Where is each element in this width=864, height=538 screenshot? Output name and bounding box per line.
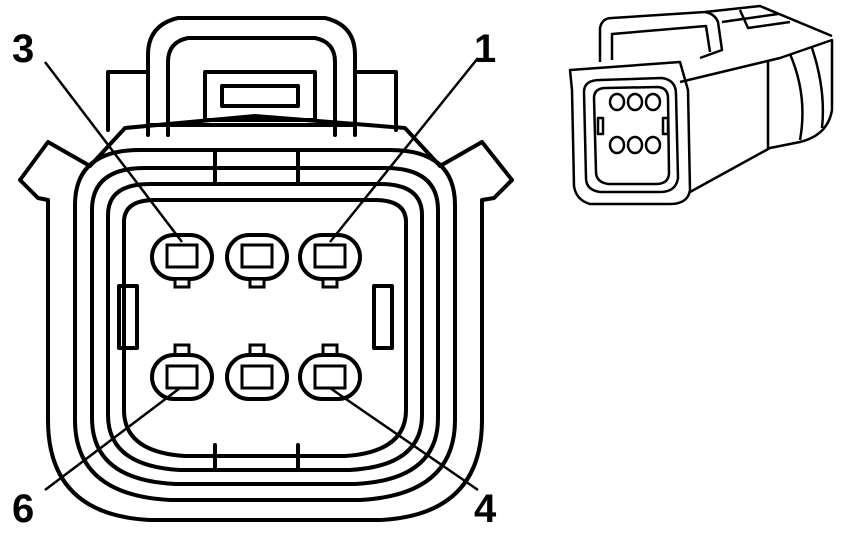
connector-ring-2: [90, 166, 440, 486]
cavity-4: [298, 343, 362, 401]
cavity-6: [150, 343, 214, 401]
pin-label-6: 6: [12, 487, 34, 531]
latch-window-inner: [220, 84, 300, 108]
pin-label-3: 3: [12, 27, 34, 71]
connector-face-view: 3 1 6 4: [12, 16, 514, 531]
connector-isometric-view: [568, 4, 834, 206]
connector-latch: [146, 16, 357, 137]
iso-latch-inner: [610, 24, 712, 60]
pin-label-1: 1: [474, 27, 496, 71]
left-slot: [117, 284, 139, 350]
iso-latch: [598, 10, 724, 62]
iso-body-side: [679, 38, 834, 194]
connector-cavity-face: [122, 198, 408, 458]
iso-front-outer: [568, 60, 692, 206]
iso-body-ribs: [766, 47, 825, 150]
right-slot: [372, 284, 394, 350]
cavity-3: [150, 233, 214, 289]
leader-line-4: [329, 386, 479, 492]
cavity-2: [225, 233, 289, 289]
pin-label-4: 4: [474, 487, 497, 531]
latch-window: [203, 70, 317, 122]
connector-ring-1: [73, 148, 457, 502]
iso-cavities: [596, 92, 670, 155]
iso-front-inner: [582, 76, 680, 194]
leader-line-1: [329, 57, 479, 243]
iso-front-face: [592, 85, 671, 186]
iso-latch-back: [704, 4, 833, 38]
side-tab-right: [353, 70, 398, 132]
leader-line-3: [44, 61, 183, 243]
top-key-notch: [213, 148, 300, 186]
bottom-key-notch: [213, 443, 300, 472]
connector-outer-shell: [18, 114, 514, 522]
connector-latch-inner: [166, 36, 337, 137]
cavity-1: [298, 233, 362, 289]
cavity-5: [225, 343, 289, 401]
leader-line-6: [44, 387, 181, 491]
side-tab-left: [106, 70, 150, 132]
